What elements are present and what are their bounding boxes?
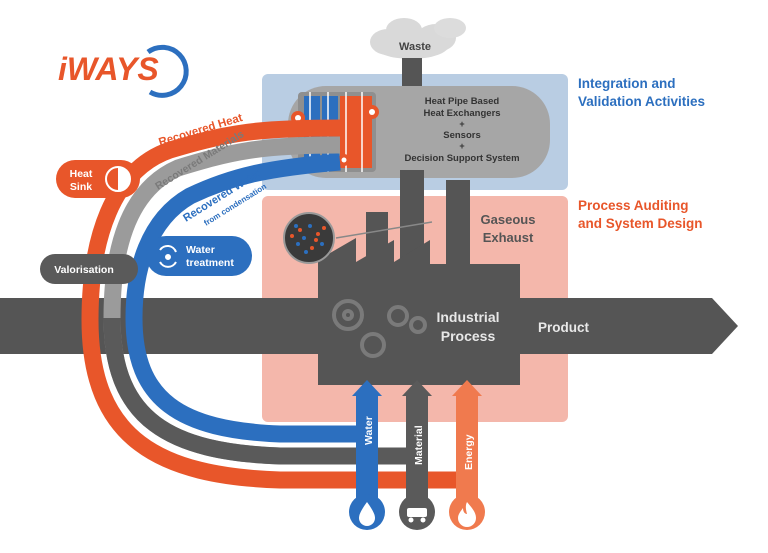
waste-stack [402, 58, 422, 92]
waste-label: Waste [399, 41, 431, 53]
flame-icon [458, 502, 476, 527]
valorisation-pill [40, 254, 138, 284]
heat-sink-label-2: Sink [70, 181, 92, 193]
water-drop-icon [359, 502, 375, 526]
water-treatment-label-2: treatment [186, 257, 234, 269]
integration-title-1: Integration and [578, 76, 676, 91]
mine-cart-icon [407, 508, 427, 523]
waste-cloud [370, 18, 466, 59]
particle-icon [283, 212, 335, 264]
hx-line3: Sensors [443, 130, 481, 141]
integration-title-2: Validation Activities [578, 94, 705, 109]
hx-plus2: + [459, 141, 464, 151]
hx-line2: Heat Exchangers [423, 108, 500, 119]
recycle-icon [159, 245, 177, 268]
valorisation-loop [103, 317, 414, 465]
gaseous-pointer [335, 221, 433, 239]
logo-arc [146, 44, 189, 98]
water-loop [125, 153, 364, 443]
gear-icon [332, 299, 427, 358]
water-treatment-pill [146, 236, 252, 276]
hx-line4: Decision Support System [404, 153, 519, 164]
gaseous-label-1: Gaseous [481, 212, 536, 227]
energy-input-label: Energy [463, 434, 475, 470]
heat-sink-label-1: Heat [70, 168, 93, 180]
water-treatment-label-1: Water [186, 244, 215, 256]
hx-plus1: + [459, 119, 464, 129]
logo-text: iWAYS [58, 51, 159, 87]
industrial-label-1: Industrial [436, 309, 499, 325]
process-title-2: and System Design [578, 216, 703, 231]
valorisation-label: Valorisation [54, 264, 114, 276]
heat-loop [81, 119, 464, 489]
half-circle-icon [105, 166, 131, 192]
product-label: Product [538, 320, 590, 335]
gaseous-label-2: Exhaust [483, 230, 534, 245]
factory [318, 170, 520, 385]
process-title-1: Process Auditing [578, 198, 689, 213]
water-input-label: Water [363, 416, 375, 445]
hx-line1: Heat Pipe Based [425, 96, 500, 107]
material-input-label: Material [413, 425, 425, 465]
industrial-label-2: Process [441, 328, 496, 344]
